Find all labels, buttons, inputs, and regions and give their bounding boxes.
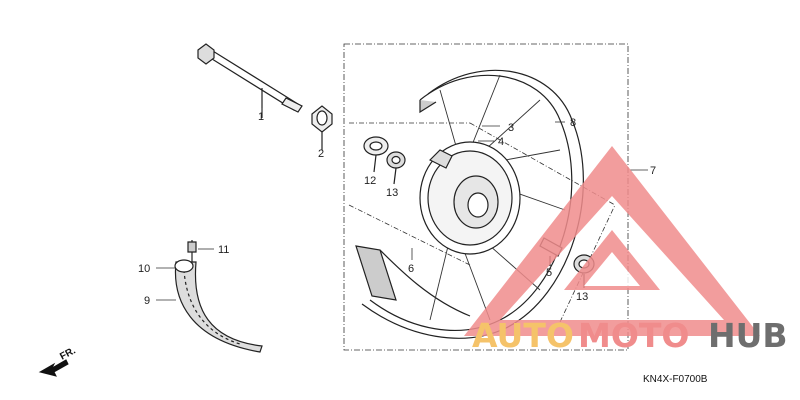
callout-2: 2 [318,148,324,160]
front-direction-indicator: FR. [38,345,78,377]
watermark-hub: HUB [708,316,788,355]
direction-label: FR. [58,345,78,362]
callout-8: 8 [570,117,576,129]
callout-4: 4 [498,136,504,148]
bearing-part [363,136,406,185]
callout-11: 11 [218,244,229,256]
callout-3: 3 [508,122,514,134]
collar-part [311,105,333,150]
callout-1: 1 [258,111,264,123]
hub-part [419,141,521,255]
triangle-logo-icon [464,146,760,336]
callout-12: 12 [364,175,376,187]
callout-5: 5 [546,267,552,279]
callout-13-upper: 13 [386,187,398,199]
callout-labels: 1 2 3 4 5 6 7 8 9 10 11 12 13 13 [138,111,656,307]
callout-13-lower: 13 [576,291,588,303]
watermark-moto: MOTO [578,316,689,355]
callout-6: 6 [408,263,414,275]
diagram-code: KN4X-F0700B [643,374,708,385]
callout-7: 7 [650,165,656,177]
watermark-logo [464,146,760,336]
watermark-auto: AUTO [472,316,574,355]
watermark-text: AUTO MOTO HUB [472,316,788,355]
callout-9: 9 [144,295,150,307]
tire-part [174,240,263,353]
assembly-frame [343,43,629,351]
callout-10: 10 [138,263,150,275]
axle-part [197,43,303,118]
leader-lines [156,108,648,301]
arrow-icon [38,359,69,377]
